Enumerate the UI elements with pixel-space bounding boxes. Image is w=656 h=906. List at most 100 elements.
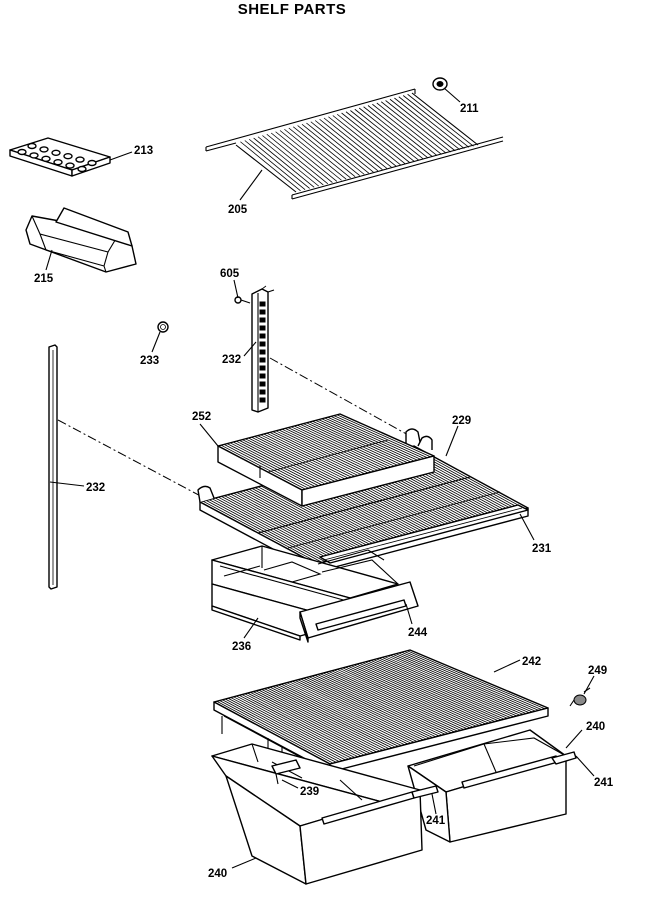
cover-242-rib bbox=[404, 651, 542, 710]
cover-242-rib bbox=[407, 650, 546, 710]
shelf-205-rod bbox=[240, 141, 301, 192]
cover-242-rib bbox=[219, 700, 337, 763]
cover-242-rib bbox=[379, 657, 514, 718]
cover-242-rib bbox=[323, 672, 452, 734]
cover-252-rib bbox=[324, 417, 418, 461]
shelf-205-rod bbox=[407, 93, 474, 147]
cover-242-rib bbox=[342, 667, 474, 728]
cover-252-rib bbox=[239, 440, 326, 485]
cover-252-rib bbox=[333, 415, 428, 459]
part-240-right-crisper bbox=[407, 729, 577, 843]
cover-242-rib bbox=[236, 695, 356, 758]
egg-cup bbox=[51, 149, 61, 157]
label-239: 239 bbox=[300, 786, 319, 798]
cover-242-rib bbox=[255, 690, 377, 753]
label-231: 231 bbox=[532, 543, 552, 555]
cover-252-rib bbox=[230, 442, 316, 487]
cover-242-rib bbox=[309, 676, 437, 738]
cover-242-rib bbox=[227, 697, 346, 761]
shelf-205-rod bbox=[253, 137, 315, 188]
cover-252-rib bbox=[287, 427, 379, 471]
label-240-right: 240 bbox=[586, 721, 605, 733]
shelf-205-rod bbox=[248, 138, 310, 189]
shelf-205-rod bbox=[354, 108, 420, 161]
cover-242-rib bbox=[351, 665, 483, 726]
shelf-205-rod bbox=[394, 97, 461, 151]
cover-242-rib bbox=[367, 660, 502, 721]
shelf-205-rod bbox=[363, 106, 429, 159]
cover-242-rib bbox=[356, 663, 489, 724]
cover-252-rib bbox=[336, 414, 431, 458]
label-215: 215 bbox=[34, 273, 54, 285]
shelf-205-rod bbox=[328, 116, 392, 168]
cover-242-rib bbox=[295, 680, 421, 742]
label-236: 236 bbox=[232, 641, 251, 653]
rail-slot bbox=[259, 357, 266, 363]
label-232-upper: 232 bbox=[222, 354, 241, 366]
shelf-205-rod bbox=[398, 96, 465, 149]
cover-252-rib bbox=[269, 432, 359, 476]
cover-242-rib bbox=[393, 654, 530, 714]
cover-242-rib bbox=[303, 677, 430, 739]
rail-slot bbox=[259, 365, 266, 371]
label-213: 213 bbox=[134, 145, 153, 157]
cover-242-rib bbox=[384, 656, 521, 716]
label-233: 233 bbox=[140, 355, 159, 367]
part-215-bin bbox=[25, 207, 137, 273]
part-213-egg-tray bbox=[9, 137, 111, 177]
cover-252-rib bbox=[278, 429, 369, 474]
shelf-205-rod bbox=[244, 140, 306, 190]
shelf-205-rod bbox=[341, 112, 406, 165]
cover-242-rib bbox=[365, 661, 499, 722]
shelf-205-rod bbox=[332, 115, 397, 167]
cover-242-rib bbox=[370, 660, 505, 720]
cover-242-rib bbox=[239, 694, 359, 758]
cover-242-rib bbox=[253, 691, 374, 754]
part-249-clip bbox=[569, 687, 591, 707]
cover-252-rib bbox=[312, 420, 405, 465]
cover-242-rib bbox=[398, 652, 536, 712]
part-244-drawer-front bbox=[299, 581, 419, 643]
shelf-205-rod bbox=[376, 102, 442, 155]
cover-242-rib bbox=[261, 689, 384, 751]
cover-252-rib bbox=[236, 440, 322, 486]
shelf-205-rod bbox=[266, 133, 329, 185]
cover-252-rib bbox=[251, 436, 339, 482]
shelf-205-rod bbox=[292, 126, 356, 178]
egg-cup bbox=[29, 152, 39, 159]
cover-252-rib bbox=[315, 420, 408, 464]
cover-252-rib bbox=[245, 438, 332, 483]
alignment-line-upper bbox=[269, 357, 411, 437]
cover-242-rib bbox=[244, 693, 365, 756]
cover-242-rib bbox=[348, 665, 480, 726]
cover-242-rib bbox=[320, 673, 449, 734]
egg-cup bbox=[87, 159, 97, 167]
cover-242-rib bbox=[339, 668, 471, 729]
cover-242-rib bbox=[216, 700, 334, 764]
cover-252-rib bbox=[327, 416, 421, 460]
cover-242-rib bbox=[230, 697, 349, 760]
cover-252-rib bbox=[306, 422, 398, 466]
part-232-lower-rail bbox=[48, 344, 58, 590]
cover-242-rib bbox=[306, 677, 433, 738]
part-605-screw bbox=[234, 296, 251, 304]
egg-cup bbox=[39, 146, 49, 153]
egg-cup bbox=[41, 155, 51, 163]
shelf-205-rod bbox=[367, 105, 433, 158]
cover-252-rib bbox=[294, 425, 385, 470]
cover-252-rib bbox=[266, 432, 355, 477]
label-229: 229 bbox=[452, 415, 471, 427]
shelf-205-rod bbox=[297, 125, 360, 176]
cover-242-rib bbox=[267, 687, 390, 750]
cover-242-rib bbox=[264, 688, 387, 750]
cover-252-rib bbox=[275, 430, 365, 475]
label-241-right: 241 bbox=[594, 777, 614, 789]
cover-242-rib bbox=[289, 681, 415, 743]
cover-252-rib bbox=[242, 439, 329, 484]
cover-242-rib bbox=[275, 685, 399, 747]
shelf-205-rod bbox=[262, 135, 324, 186]
shelf-205-rod bbox=[389, 98, 456, 152]
shelf-205-rod bbox=[306, 122, 370, 174]
shelf-205-rod bbox=[358, 107, 424, 160]
